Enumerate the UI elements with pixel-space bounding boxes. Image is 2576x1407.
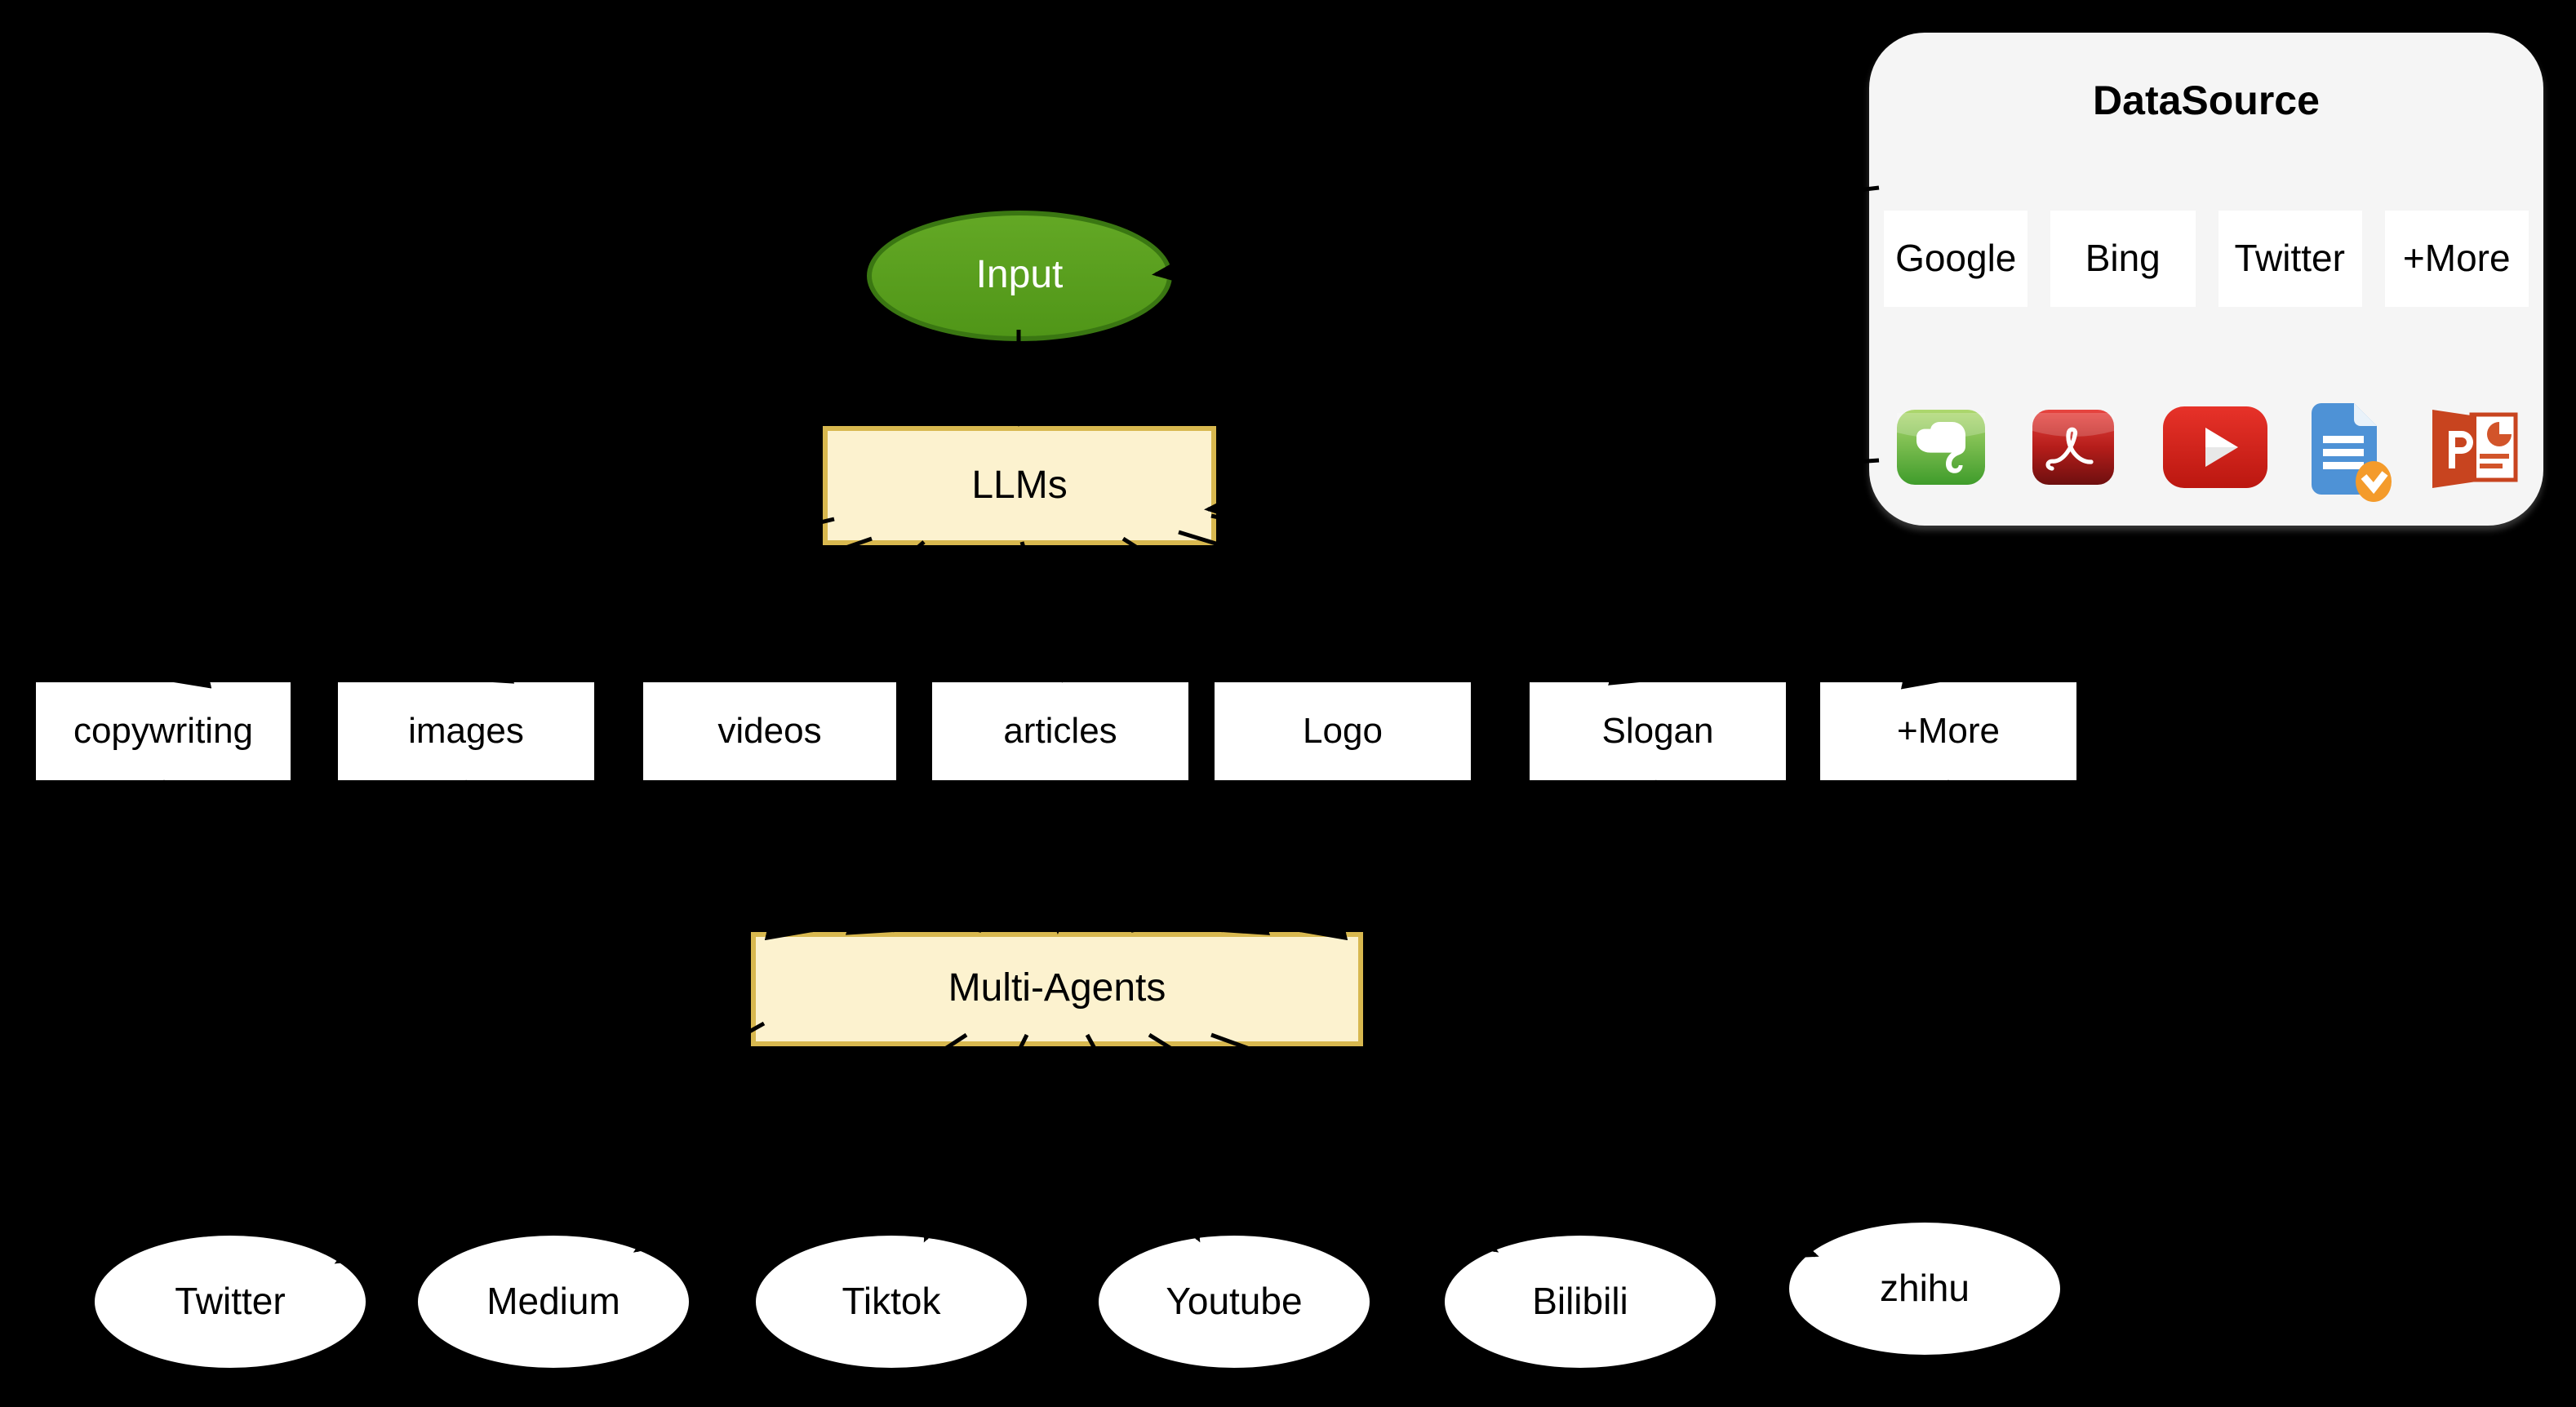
node-output-label: articles	[1003, 710, 1117, 751]
node-output-articles: articles	[932, 682, 1188, 780]
evernote-icon	[1897, 410, 1985, 485]
source-more: +More	[2384, 211, 2529, 307]
node-multi-agents: Multi-Agents	[751, 932, 1363, 1046]
google-docs-icon	[2312, 403, 2392, 502]
node-multi-agents-label: Multi-Agents	[948, 966, 1166, 1010]
node-channel-medium: Medium	[418, 1236, 689, 1368]
source-label: Google	[1895, 237, 2017, 279]
node-channel-tiktok: Tiktok	[756, 1236, 1027, 1368]
node-channel-zhihu: zhihu	[1789, 1223, 2060, 1355]
node-output-videos: videos	[643, 682, 896, 780]
node-input: Input	[867, 211, 1172, 341]
node-output-images: images	[338, 682, 594, 780]
node-channel-label: Bilibili	[1532, 1280, 1628, 1322]
datasource-sources-row: Google Bing Twitter +More	[1884, 211, 2529, 307]
node-channel-bilibili: Bilibili	[1445, 1236, 1716, 1368]
source-bing: Bing	[2050, 211, 2195, 307]
datasource-panel: DataSource Google Bing Twitter +More	[1869, 33, 2543, 526]
node-input-label: Input	[975, 253, 1064, 297]
node-channel-label: Twitter	[175, 1280, 286, 1322]
source-google: Google	[1884, 211, 2028, 307]
source-twitter: Twitter	[2218, 211, 2362, 307]
source-label: Bing	[2085, 237, 2161, 279]
node-output-label: Logo	[1303, 710, 1383, 751]
source-label: Twitter	[2234, 237, 2345, 279]
source-label: +More	[2402, 237, 2511, 279]
node-output-copywriting: copywriting	[36, 682, 291, 780]
node-channel-youtube: Youtube	[1099, 1236, 1370, 1368]
adobe-pdf-icon	[2032, 410, 2114, 485]
node-output-label: copywriting	[73, 710, 254, 751]
node-output-logo: Logo	[1215, 682, 1471, 780]
node-output-label: +More	[1897, 710, 2000, 751]
node-channel-twitter: Twitter	[95, 1236, 366, 1368]
node-channel-label: Tiktok	[842, 1280, 941, 1322]
youtube-icon	[2163, 406, 2267, 488]
node-llms: LLMs	[823, 426, 1216, 545]
node-output-slogan: Slogan	[1530, 682, 1786, 780]
node-channel-label: zhihu	[1880, 1267, 1970, 1309]
node-channel-label: Youtube	[1166, 1280, 1303, 1322]
node-output-label: Slogan	[1601, 710, 1714, 751]
node-output-more: +More	[1820, 682, 2076, 780]
node-channel-label: Medium	[486, 1280, 620, 1322]
datasource-title: DataSource	[2093, 78, 2320, 124]
node-output-label: videos	[717, 710, 822, 751]
powerpoint-icon	[2432, 410, 2518, 488]
node-llms-label: LLMs	[971, 463, 1068, 507]
node-output-label: images	[408, 710, 524, 751]
